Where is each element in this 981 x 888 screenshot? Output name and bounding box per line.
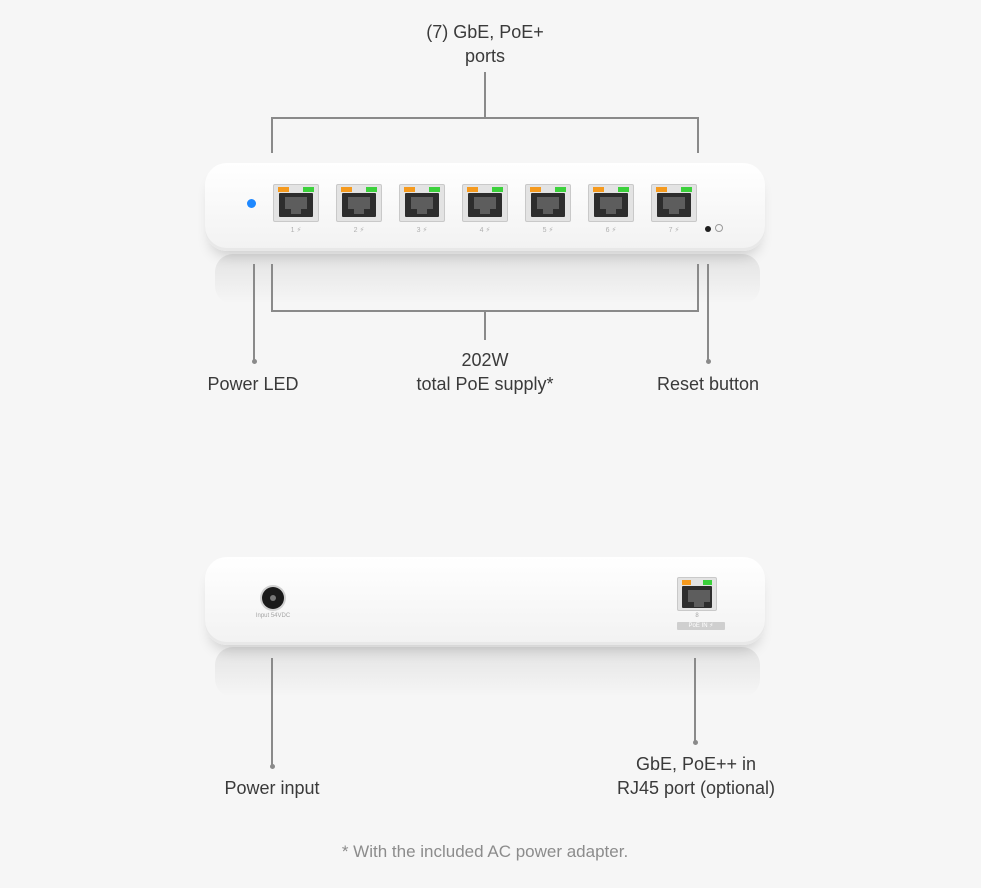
reset-button-dot: [705, 359, 711, 364]
front-port-2: [336, 184, 382, 222]
front-port-1-number: 1 ⚡: [290, 227, 302, 234]
ports-callout-line2: ports: [464, 46, 506, 66]
front-device-reflection: [215, 254, 760, 304]
rear-device: Input 54VDC 8 PoE IN ⚡: [205, 557, 765, 645]
reset-button-line: [707, 264, 709, 361]
ports-bracket-bar: [271, 117, 699, 119]
rear-device-reflection: [215, 647, 760, 697]
front-port-4-number: 4 ⚡: [479, 227, 491, 234]
uplink-poe-badge: PoE IN ⚡: [677, 622, 725, 630]
front-port-5-number: 5 ⚡: [542, 227, 554, 234]
front-port-3-number: 3 ⚡: [416, 227, 428, 234]
poe-bracket-stem: [484, 310, 486, 340]
uplink-callout-line1: GbE, PoE++ in: [635, 754, 757, 774]
power-led-dot: [251, 359, 257, 364]
front-port-7: [651, 184, 697, 222]
front-port-2-number: 2 ⚡: [353, 227, 365, 234]
reset-button-label: Reset button: [656, 374, 760, 394]
front-port-7-number: 7 ⚡: [668, 227, 680, 234]
power-led-line: [253, 264, 255, 361]
front-port-1: [273, 184, 319, 222]
uplink-port-number: 8: [695, 613, 699, 619]
power-led-label: Power LED: [207, 374, 299, 394]
uplink-line: [694, 658, 696, 742]
ports-bracket-right: [697, 117, 699, 153]
poe-callout-line1: 202W: [461, 350, 509, 370]
power-input-dot: [269, 764, 275, 769]
front-port-5: [525, 184, 571, 222]
uplink-callout-line2: RJ45 port (optional): [616, 778, 776, 798]
uplink-callout: GbE, PoE++ in RJ45 port (optional): [596, 752, 796, 800]
power-input-text: Input 54VDC: [255, 613, 291, 619]
power-led-icon: [247, 199, 256, 208]
ports-callout-line1: (7) GbE, PoE+: [426, 22, 544, 42]
poe-callout-line2: total PoE supply*: [416, 374, 554, 394]
ports-bracket-left: [271, 117, 273, 153]
uplink-dot: [692, 740, 698, 745]
footnote: * With the included AC power adapter.: [341, 842, 629, 861]
poe-callout: 202W total PoE supply*: [385, 348, 585, 396]
power-input-jack: [262, 587, 284, 609]
front-port-6-number: 6 ⚡: [605, 227, 617, 234]
ports-bracket-stem: [484, 72, 486, 118]
front-port-6: [588, 184, 634, 222]
ports-callout: (7) GbE, PoE+ ports: [385, 20, 585, 68]
reset-button: [705, 226, 711, 232]
front-device: 1 ⚡ 2 ⚡ 3 ⚡ 4 ⚡ 5 ⚡ 6 ⚡ 7 ⚡: [205, 163, 765, 251]
power-input-line: [271, 658, 273, 766]
poe-bracket-right: [697, 264, 699, 312]
reset-icon: [715, 224, 723, 232]
front-port-3: [399, 184, 445, 222]
power-input-label: Power input: [224, 778, 320, 798]
poe-bracket-left: [271, 264, 273, 312]
front-port-4: [462, 184, 508, 222]
uplink-port: [677, 577, 717, 611]
